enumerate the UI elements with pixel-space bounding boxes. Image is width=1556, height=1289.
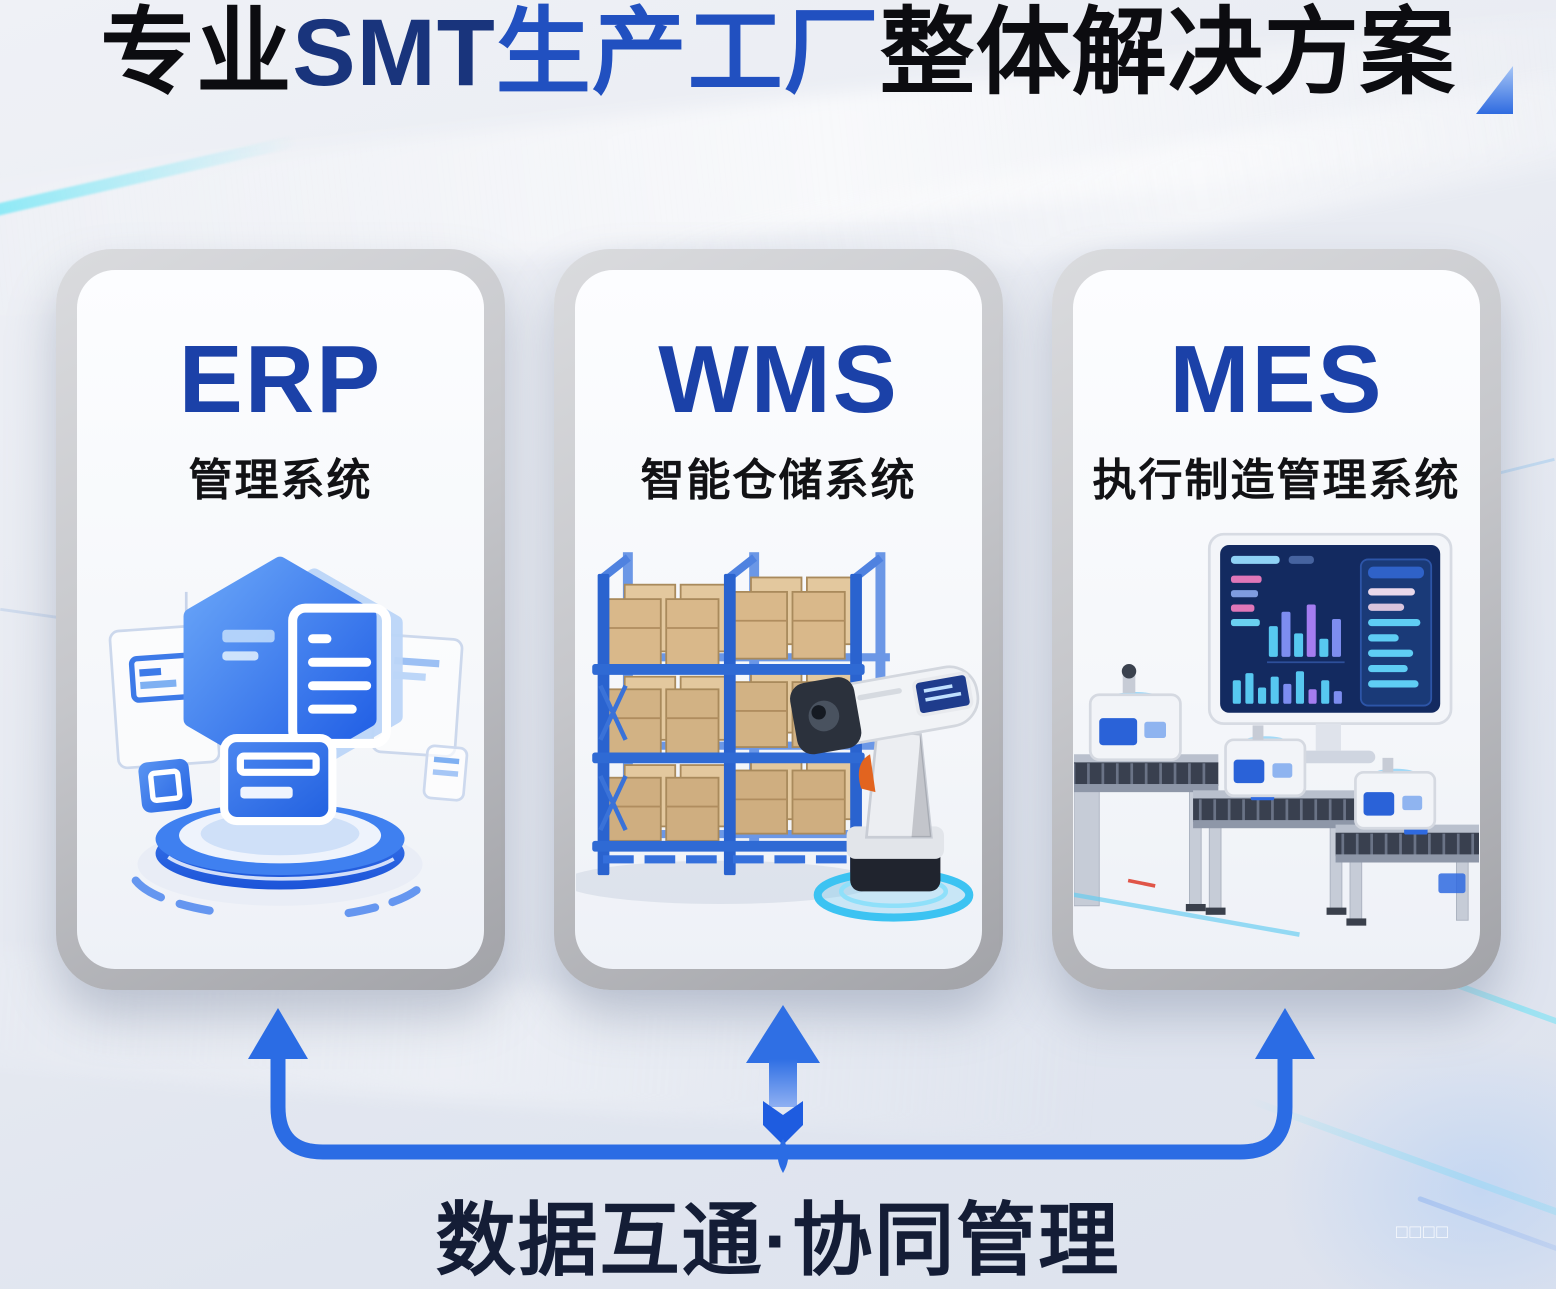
three-up-arrows-bracket-icon: [248, 1005, 1315, 1173]
circuit-trace: [0, 607, 60, 620]
mes-card-face: MES 执行制造管理系统: [1073, 270, 1480, 969]
erp-platform-illustration-icon: [108, 556, 469, 918]
watermark: □□□□: [1396, 1222, 1450, 1243]
erp-acronym: ERP: [178, 326, 383, 433]
erp-card: ERP 管理系统: [56, 249, 505, 990]
title-segment: 整体解决方案: [879, 0, 1456, 106]
mes-subtitle: 执行制造管理系统: [1092, 456, 1461, 505]
erp-subtitle: 管理系统: [188, 456, 373, 505]
wms-card: WMS 智能仓储系统: [554, 249, 1003, 990]
title-segment: 生产工厂: [495, 0, 880, 106]
soft-glow: [1280, 1040, 1556, 1289]
mes-card: MES 执行制造管理系统: [1052, 249, 1501, 990]
wms-card-face: WMS 智能仓储系统: [575, 270, 982, 969]
system-cards: ERP 管理系统: [56, 249, 1501, 990]
warehouse-rack-scanner-illustration-icon: [576, 552, 980, 922]
title-segment: SMT: [292, 0, 496, 106]
mes-acronym: MES: [1169, 326, 1384, 433]
wms-acronym: WMS: [658, 326, 899, 433]
page-title: 专业SMT生产工厂整体解决方案: [0, 0, 1556, 106]
production-line-dashboard-illustration-icon: [1074, 532, 1479, 937]
erp-card-face: ERP 管理系统: [77, 270, 484, 969]
title-segment: 专业: [100, 0, 293, 106]
footer-slogan: 数据互通·协同管理: [435, 1196, 1121, 1285]
wms-subtitle: 智能仓储系统: [640, 456, 917, 505]
